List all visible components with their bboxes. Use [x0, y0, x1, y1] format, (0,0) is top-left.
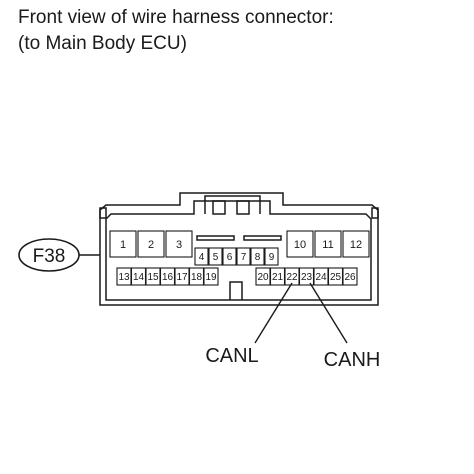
pin-cell-3: [165, 230, 193, 258]
pin-cell-9: [264, 247, 279, 266]
pin-label-1: 1: [120, 239, 126, 251]
pin-cell-4: [194, 247, 209, 266]
pin-cell-1: [109, 230, 137, 258]
pin-label-3: 3: [176, 239, 182, 251]
pin-cell-6: [222, 247, 237, 266]
canl-label: CANL: [205, 345, 258, 367]
housing-lock-tab: [204, 195, 261, 214]
connector-housing: [99, 192, 379, 306]
pin-label-11: 11: [322, 239, 333, 251]
housing-bottom-key: [229, 281, 243, 300]
housing-side-tab-left: [99, 207, 107, 219]
housing-inner-outline: [105, 200, 372, 301]
lock-notch-left: [212, 200, 226, 215]
connector-code-badge: F38: [18, 238, 80, 272]
pin-label-2: 2: [148, 239, 154, 251]
canl-leader-line: [254, 282, 293, 344]
pin-label-25: 25: [330, 272, 342, 283]
pin-label-14: 14: [133, 272, 145, 283]
pin-label-4: 4: [199, 252, 205, 263]
pin-label-10: 10: [294, 239, 306, 251]
housing-outer-outline: [99, 192, 379, 306]
pin-label-24: 24: [315, 272, 327, 283]
pin-label-8: 8: [255, 252, 261, 263]
pin-cell-7: [236, 247, 251, 266]
pin-label-13: 13: [118, 272, 130, 283]
pin-cell-19: [203, 267, 219, 286]
canh-label: CANH: [324, 349, 381, 371]
pin-label-18: 18: [191, 272, 203, 283]
pin-label-7: 7: [241, 252, 247, 263]
pin-cell-2: [137, 230, 165, 258]
diagram-title-line2: (to Main Body ECU): [18, 33, 187, 54]
pin-label-12: 12: [350, 239, 362, 251]
pin-label-22: 22: [286, 272, 298, 283]
diagram-title-line1: Front view of wire harness connector:: [18, 7, 334, 28]
pin-label-26: 26: [344, 272, 356, 283]
guide-bar-right: [243, 235, 282, 241]
pin-label-6: 6: [227, 252, 233, 263]
pin-label-15: 15: [147, 272, 159, 283]
pin-label-9: 9: [269, 252, 275, 263]
pin-label-5: 5: [213, 252, 219, 263]
pin-cell-10: [286, 230, 314, 258]
pin-cell-5: [208, 247, 223, 266]
pin-label-16: 16: [162, 272, 174, 283]
pin-label-19: 19: [205, 272, 217, 283]
lock-notch-right: [236, 200, 250, 215]
pin-label-21: 21: [272, 272, 284, 283]
pin-label-20: 20: [257, 272, 269, 283]
pin-label-17: 17: [176, 272, 188, 283]
housing-side-tab-right: [371, 207, 379, 219]
connector-code-label: F38: [33, 246, 66, 267]
canh-leader-line: [309, 282, 348, 344]
pin-label-23: 23: [301, 272, 313, 283]
pin-cell-12: [342, 230, 370, 258]
guide-bar-left: [196, 235, 235, 241]
pin-cell-11: [314, 230, 342, 258]
pin-cell-8: [250, 247, 265, 266]
pin-cell-26: [342, 267, 358, 286]
